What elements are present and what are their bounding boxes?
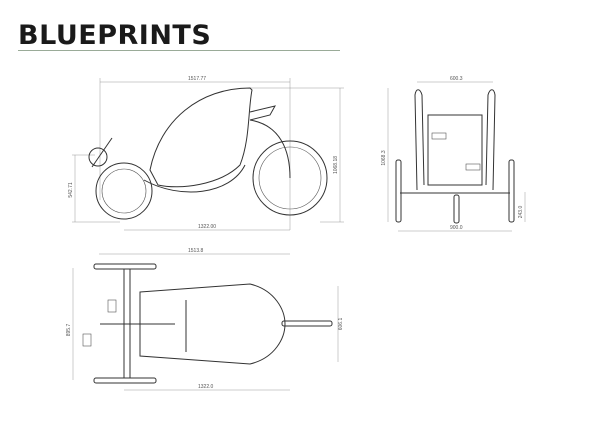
top-length-label: 1513.8 [188,248,204,254]
page-title: BLUEPRINTS [18,20,212,51]
top-rear-wheel [281,320,333,327]
front-height-label: 1068.3 [381,150,387,166]
side-length-label: 1517.77 [188,76,206,82]
side-height-label: 1068.18 [333,156,339,174]
front-width-label: 600.3 [450,76,463,82]
rear-wheel [252,140,328,216]
side-view: 1517.77 1068.18 542.71 1322.00 [68,76,344,231]
right-wheel [508,159,515,223]
top-right-wheel [93,377,157,384]
front-wheel [95,162,153,220]
front-axle-height-label: 243.0 [518,206,524,219]
top-body-width-label: 606.1 [338,318,344,331]
title-underline [18,50,340,51]
top-left-wheel [93,263,157,270]
top-view: 1513.8 895.7 606.1 1322.0 [66,248,344,391]
front-track-label: 900.0 [450,225,463,231]
body-shell [149,87,253,188]
top-width-label: 895.7 [66,324,72,337]
top-wheelbase-label: 1322.0 [198,384,214,390]
side-wheelbase-label: 1322.00 [198,224,216,230]
front-view: 600.3 1068.3 243.0 900.0 [381,76,526,232]
top-body [139,283,286,365]
left-wheel [395,159,402,223]
side-front-height-label: 542.71 [68,182,74,198]
crank [88,147,108,167]
